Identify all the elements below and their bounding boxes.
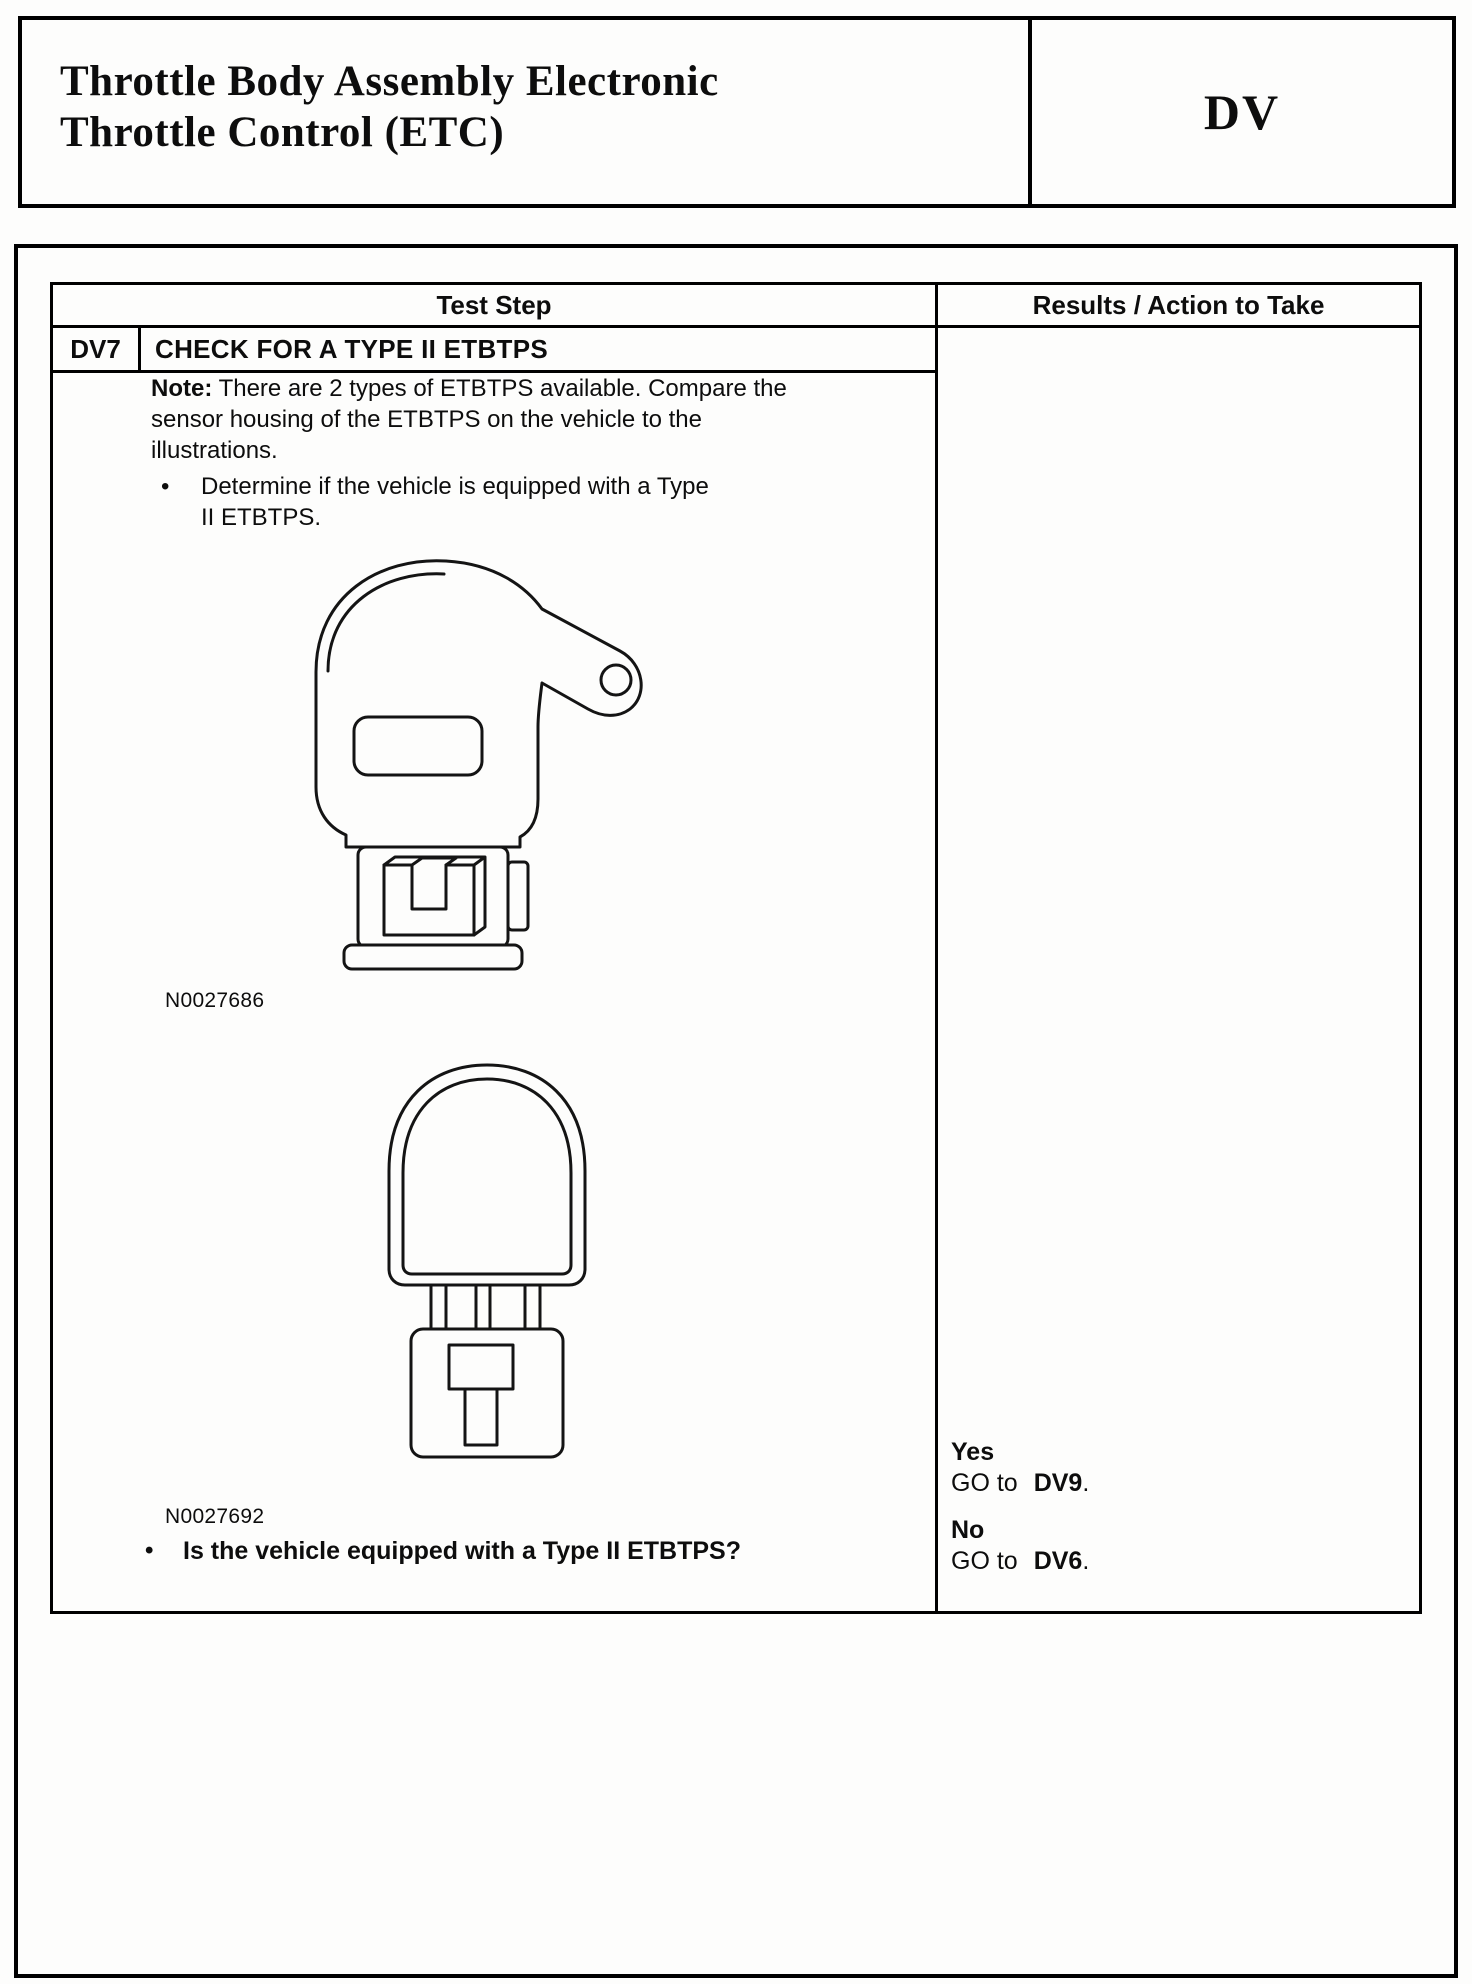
sensor1-dome-contour bbox=[326, 572, 446, 673]
step-id-divider bbox=[138, 328, 141, 370]
result-no-period: . bbox=[1082, 1547, 1090, 1575]
step-id: DV7 bbox=[70, 333, 121, 364]
sensor1-connector-skirt bbox=[342, 943, 524, 971]
sensor2-terminal-channel bbox=[463, 1387, 499, 1447]
page-title-line2: Throttle Control (ETC) bbox=[60, 109, 505, 156]
section-code: DV bbox=[1203, 84, 1281, 140]
page-title: Throttle Body Assembly Electronic Thrott… bbox=[22, 20, 1028, 158]
sensor1-connector-tab bbox=[506, 860, 530, 932]
result-yes-period: . bbox=[1082, 1469, 1090, 1497]
sensor1-bracket-depth-lines bbox=[382, 855, 487, 937]
result-no: No GO to DV6. bbox=[951, 1515, 1089, 1577]
result-no-label: No bbox=[951, 1516, 985, 1544]
result-yes-goto: GO to bbox=[951, 1469, 1018, 1497]
bullet-item-question-text: Is the vehicle equipped with a Type II E… bbox=[183, 1537, 741, 1565]
header-row-divider bbox=[53, 325, 1419, 328]
note-label: Note: bbox=[151, 375, 213, 402]
result-no-goto: GO to bbox=[951, 1547, 1018, 1575]
sensor-illustration-2 bbox=[387, 1063, 587, 1459]
main-content-box: Test Step Results / Action to Take DV7 C… bbox=[14, 244, 1458, 1978]
figure2-label: N0027692 bbox=[165, 1505, 265, 1528]
figure1-label: N0027686 bbox=[165, 989, 265, 1012]
header-title-box: Throttle Body Assembly Electronic Thrott… bbox=[18, 16, 1032, 208]
section-code-box: DV bbox=[1028, 16, 1456, 208]
sensor2-dome-outline bbox=[387, 1063, 587, 1287]
pinpoint-test-table: Test Step Results / Action to Take DV7 C… bbox=[50, 282, 1422, 1614]
sensor2-terminal-window bbox=[447, 1343, 515, 1391]
result-yes-action: GO to DV9. bbox=[951, 1469, 1089, 1497]
sensor2-dome-inner-outline bbox=[401, 1077, 573, 1276]
result-yes-target: DV9 bbox=[1033, 1469, 1083, 1497]
bullet-item-determine: • Determine if the vehicle is equipped w… bbox=[161, 471, 741, 533]
sensor-illustration-1 bbox=[314, 559, 643, 971]
note-paragraph: Note: There are 2 types of ETBTPS availa… bbox=[151, 373, 819, 466]
sensor1-slot bbox=[352, 715, 484, 777]
note-body: There are 2 types of ETBTPS available. C… bbox=[151, 375, 787, 464]
result-yes-label: Yes bbox=[951, 1438, 995, 1466]
sensor2-prong-right bbox=[523, 1283, 542, 1331]
sensor1-body-outline bbox=[314, 559, 643, 849]
result-no-target: DV6 bbox=[1033, 1547, 1083, 1575]
bullet-icon: • bbox=[145, 1537, 154, 1564]
bullet-item-determine-text: Determine if the vehicle is equipped wit… bbox=[201, 473, 709, 531]
result-no-action: GO to DV6. bbox=[951, 1547, 1089, 1575]
result-yes: Yes GO to DV9. bbox=[951, 1437, 1089, 1499]
sensor2-prong-center bbox=[474, 1283, 492, 1331]
sensor1-mounting-hole bbox=[599, 663, 633, 697]
test-step-column-header: Test Step bbox=[436, 289, 552, 320]
step-title: CHECK FOR A TYPE II ETBTPS bbox=[155, 333, 549, 364]
bullet-icon: • bbox=[161, 473, 170, 500]
step-row-divider bbox=[53, 370, 935, 373]
column-divider bbox=[935, 285, 938, 1611]
results-column-header: Results / Action to Take bbox=[1032, 289, 1325, 320]
sensor2-prong-left bbox=[429, 1283, 448, 1331]
bullet-item-question: • Is the vehicle equipped with a Type II… bbox=[145, 1537, 845, 1566]
page-title-line1: Throttle Body Assembly Electronic bbox=[60, 58, 719, 105]
